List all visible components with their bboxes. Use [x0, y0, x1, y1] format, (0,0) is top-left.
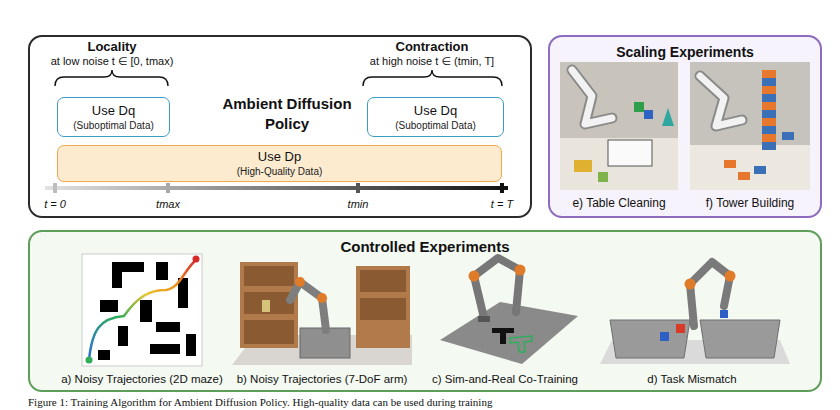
image-caption: e) Table Cleaning: [572, 196, 665, 210]
axis-tick: [53, 183, 57, 193]
brace: [55, 70, 168, 86]
image-caption: d) Task Mismatch: [647, 373, 736, 385]
box-heading: Use Dp: [258, 149, 301, 165]
brace: [363, 70, 502, 86]
axis-tick: [356, 183, 360, 193]
time-axis: [45, 186, 508, 190]
noise-range: at high noise t ∈ (tmin, T]: [370, 55, 494, 68]
axis-label: tmin: [348, 198, 369, 210]
suboptimal-data-box: Use Dq(Suboptimal Data): [367, 97, 504, 137]
suboptimal-data-box: Use Dq(Suboptimal Data): [57, 97, 170, 137]
image-caption: f) Tower Building: [706, 196, 795, 210]
box-heading: Use Dq: [92, 103, 135, 119]
box-heading: Use Dq: [414, 103, 457, 119]
panel-ground: [28, 230, 822, 392]
panel-title: Controlled Experiments: [30, 238, 820, 256]
panel-title: Ambient Diffusion Policy: [220, 94, 354, 134]
figure-caption: Figure 1: Training Algorithm for Ambient…: [28, 396, 492, 409]
arm-shelves-illustration: [232, 262, 412, 365]
axis-label: t = 0: [44, 198, 66, 210]
controlled-panel: Controlled Experiments: [28, 230, 822, 392]
noise-range: at low noise t ∈ [0, tmax): [51, 55, 174, 68]
axis-label: tmax: [156, 198, 180, 210]
axis-tick: [166, 183, 170, 193]
image-caption: b) Noisy Trajectories (7-DoF arm): [237, 373, 408, 385]
photo-table-cleaning: [560, 62, 678, 190]
photo-tower-building: [690, 62, 810, 190]
box-subtitle: (Suboptimal Data): [395, 119, 476, 132]
bins-illustration: [600, 262, 790, 364]
axis-label: t = T: [491, 198, 513, 210]
scaling-panel: Scaling Experiments: [548, 35, 822, 218]
box-subtitle: (Suboptimal Data): [73, 119, 154, 132]
section-heading: Locality: [87, 39, 136, 54]
axis-tick: [500, 183, 504, 193]
image-caption: c) Sim-and-Real Co-Training: [432, 373, 578, 385]
image-caption: a) Noisy Trajectories (2D maze): [61, 373, 223, 385]
section-heading: Contraction: [396, 39, 469, 54]
maze-illustration: [82, 254, 202, 366]
panel-ground: [548, 35, 822, 218]
high-quality-data-box: Use Dp(High-Quality Data): [57, 145, 502, 182]
box-subtitle: (High-Quality Data): [237, 165, 323, 178]
panel-title: Scaling Experiments: [550, 44, 820, 61]
push-t-illustration: [440, 258, 578, 364]
